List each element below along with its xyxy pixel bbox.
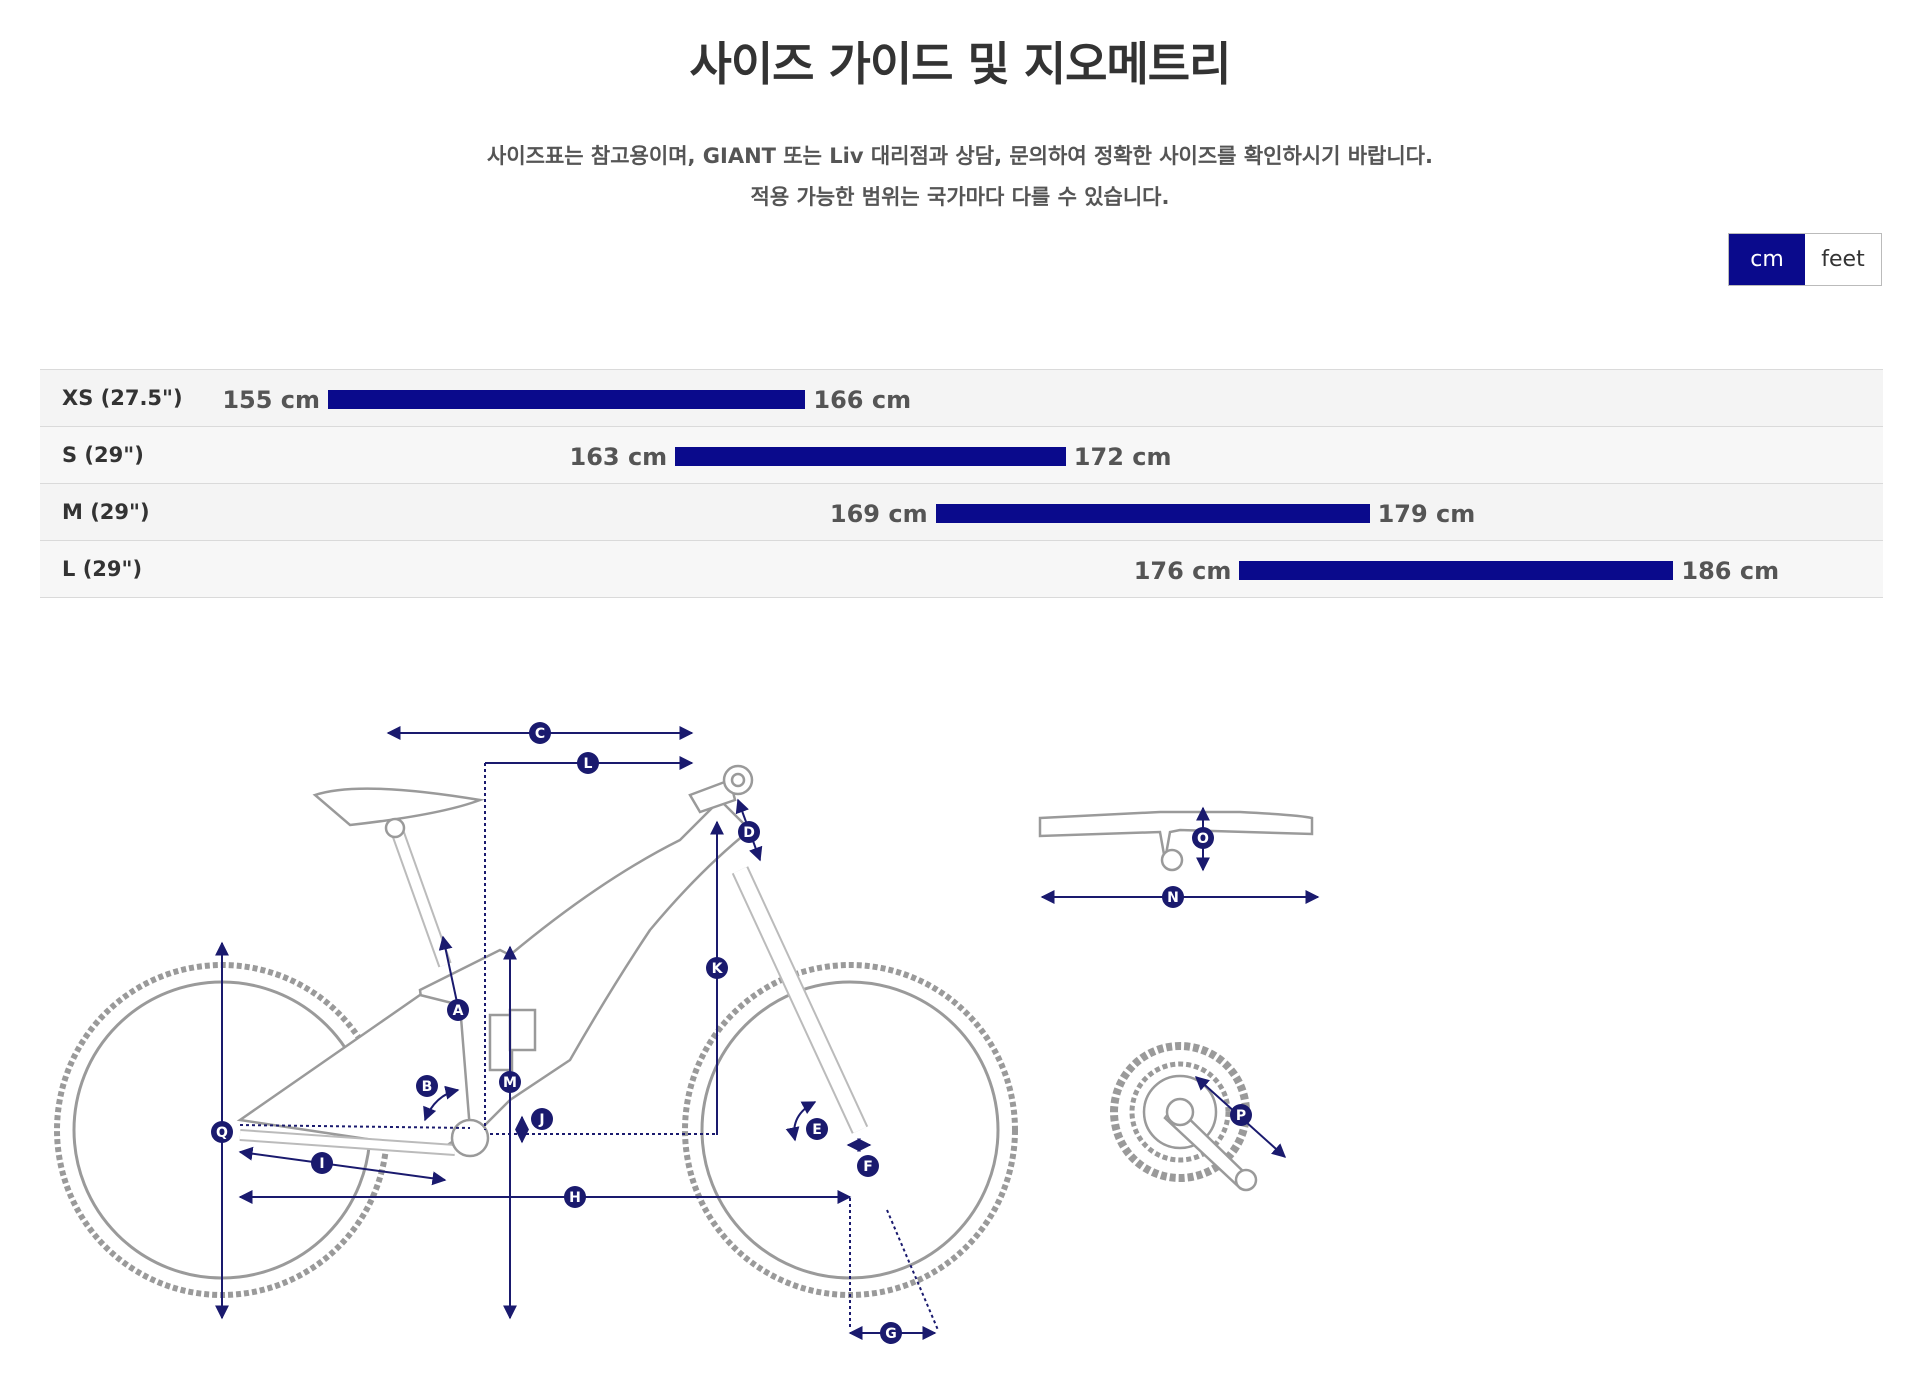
marker-e-icon: E (806, 1118, 828, 1140)
marker-k-icon: K (706, 957, 728, 979)
svg-text:M: M (503, 1075, 517, 1091)
min-height-label: 169 cm (829, 500, 928, 528)
min-height-label: 155 cm (222, 386, 320, 414)
size-row: S (29") 163 cm 172 cm (40, 426, 1883, 483)
svg-text:D: D (743, 825, 755, 841)
marker-o-icon: O (1192, 827, 1214, 849)
bike-illustration-icon (54, 764, 1018, 1298)
svg-text:J: J (538, 1112, 544, 1128)
max-height-label: 166 cm (813, 386, 912, 414)
marker-q-icon: Q (211, 1121, 233, 1143)
size-row: M (29") 169 cm 179 cm (40, 483, 1883, 540)
svg-text:G: G (885, 1326, 897, 1342)
page-title: 사이즈 가이드 및 지오메트리 (689, 37, 1232, 91)
svg-text:H: H (569, 1190, 581, 1206)
marker-j-icon: J (531, 1108, 553, 1130)
height-range-bar (935, 504, 1370, 523)
unit-feet-button[interactable]: feet (1805, 234, 1881, 285)
marker-f-icon: F (857, 1155, 879, 1177)
size-label: M (29") (62, 500, 150, 524)
height-range-bar (1239, 561, 1674, 580)
unit-cm-button[interactable]: cm (1729, 234, 1805, 285)
svg-text:I: I (319, 1156, 324, 1172)
size-note-line-1: 사이즈표는 참고용이며, GIANT 또는 Liv 대리점과 상담, 문의하여 … (487, 144, 1433, 168)
svg-text:L: L (584, 756, 593, 772)
marker-l-icon: L (577, 752, 599, 774)
marker-i-icon: I (311, 1152, 333, 1174)
dimension-markers: A B C D E F G H I J K L M N O P Q (211, 722, 1252, 1344)
size-row: L (29") 176 cm 186 cm (40, 540, 1883, 598)
size-label: S (29") (62, 443, 144, 467)
svg-text:C: C (535, 726, 545, 742)
height-range-bar (328, 390, 806, 409)
svg-text:K: K (712, 961, 724, 977)
marker-n-icon: N (1162, 886, 1184, 908)
max-height-label: 179 cm (1377, 500, 1476, 528)
marker-m-icon: M (499, 1071, 521, 1093)
size-note-line-2: 적용 가능한 범위는 국가마다 다를 수 있습니다. (750, 185, 1170, 209)
svg-text:O: O (1197, 831, 1209, 847)
svg-text:A: A (453, 1003, 464, 1019)
unit-toggle: cm feet (1728, 233, 1882, 286)
svg-text:Q: Q (216, 1125, 228, 1141)
geometry-diagram: A B C D E F G H I J K L M N O P Q (54, 722, 1320, 1344)
handlebar-illustration-icon (1038, 810, 1314, 872)
height-range-bar (675, 447, 1066, 466)
max-height-label: 172 cm (1073, 443, 1172, 471)
marker-d-icon: D (738, 821, 760, 843)
min-height-label: 163 cm (569, 443, 668, 471)
svg-text:P: P (1236, 1108, 1246, 1124)
svg-text:N: N (1167, 890, 1179, 906)
marker-g-icon: G (880, 1322, 902, 1344)
marker-p-icon: P (1230, 1104, 1252, 1126)
svg-text:B: B (422, 1079, 433, 1095)
marker-a-icon: A (447, 999, 469, 1021)
svg-text:E: E (812, 1122, 822, 1138)
svg-text:F: F (863, 1159, 873, 1175)
size-chart: XS (27.5") 155 cm 166 cm S (29") 163 cm … (40, 369, 1883, 598)
marker-h-icon: H (564, 1186, 586, 1208)
min-height-label: 176 cm (1133, 557, 1232, 585)
size-row: XS (27.5") 155 cm 166 cm (40, 369, 1883, 426)
size-label: L (29") (62, 557, 143, 581)
size-label: XS (27.5") (62, 386, 183, 410)
marker-b-icon: B (416, 1075, 438, 1097)
max-height-label: 186 cm (1681, 557, 1780, 585)
marker-c-icon: C (529, 722, 551, 744)
